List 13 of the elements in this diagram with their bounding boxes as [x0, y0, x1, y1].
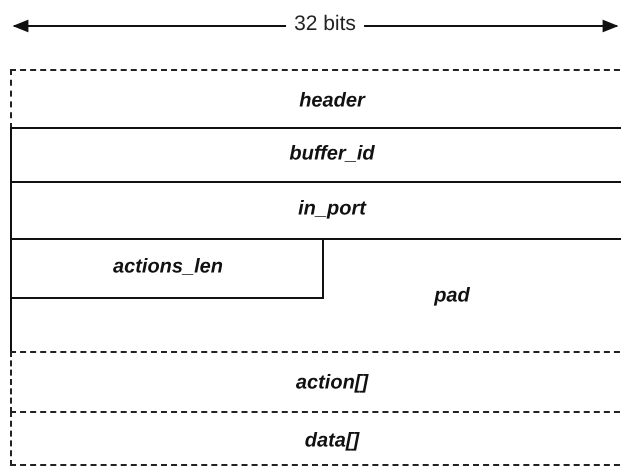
- field-box: [10, 351, 621, 413]
- field-name: actions_len: [112, 256, 224, 278]
- field-name: data[]: [304, 430, 360, 452]
- field-name: pad: [434, 284, 470, 308]
- field-box: [10, 181, 621, 240]
- field-box: [12, 238, 324, 299]
- field-name: action[]: [296, 372, 368, 394]
- field-box: [10, 411, 621, 466]
- field-name: header: [299, 90, 365, 112]
- field-box: [10, 69, 621, 129]
- field-box: [10, 127, 621, 183]
- field-name: buffer_id: [289, 142, 375, 166]
- field-name: in_port: [298, 198, 366, 220]
